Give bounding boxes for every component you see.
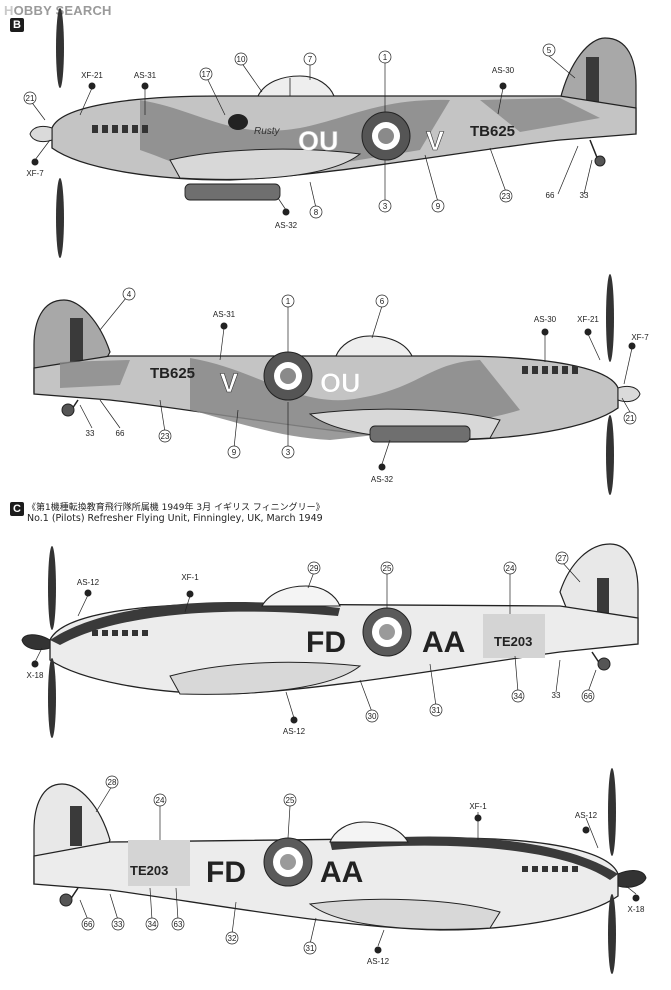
callout-8: 8 [314,208,319,217]
callout-33: 33 [86,429,95,438]
callout-as-12-lower: AS-12 [283,727,306,736]
callout-as-31: AS-31 [134,71,157,80]
callout-25: 25 [286,796,295,805]
callout-xf-21: XF-21 [577,315,599,324]
callout-30: 30 [368,712,377,721]
callout-xf-1: XF-1 [181,573,199,582]
callout-7: 7 [308,55,313,64]
aircraft-letter: AA [422,626,465,659]
panel-caption-en: No.1 (Pilots) Refresher Flying Unit, Fin… [27,513,323,524]
callout-10: 10 [237,55,246,64]
callout-x-18: X-18 [628,905,645,914]
nose-art-name: Rusty [254,126,281,137]
squadron-code: FD [206,856,246,889]
callout-33: 33 [552,691,561,700]
canopy [257,75,335,97]
callout-23: 23 [161,432,170,441]
callout-as-12: AS-12 [575,811,598,820]
callout-4: 4 [127,290,132,299]
panel-badge-b: B [10,18,24,32]
callout-17: 17 [202,70,211,79]
squadron-code: OU [320,368,361,398]
serial-number: TE203 [494,634,532,649]
callout-9: 9 [436,202,441,211]
serial-number: TB625 [150,365,195,382]
callout-21: 21 [26,94,35,103]
callout-x-18: X-18 [27,671,44,680]
callout-23: 23 [502,192,511,201]
serial-number: TB625 [470,123,515,140]
callout-as-12-lower: AS-12 [367,957,390,966]
callout-xf-7: XF-7 [631,333,649,342]
callout-34: 34 [148,920,157,929]
callout-3: 3 [286,448,291,457]
anti-glare-panel [50,602,340,645]
callout-xf-21: XF-21 [81,71,103,80]
callout-as-30: AS-30 [534,315,557,324]
panel-caption-ja: 《第1機種転換教育飛行隊所属機 1949年 3月 イギリス フィニングリー》 [27,503,325,513]
callout-33: 33 [580,191,589,200]
callout-31: 31 [432,706,441,715]
callout-as-32: AS-32 [275,221,298,230]
aircraft-letter: V [220,368,238,398]
callout-34: 34 [514,692,523,701]
drop-tank [184,183,281,201]
squadron-code: OU [298,126,339,156]
fin-flash [586,57,599,102]
callout-66: 66 [546,191,555,200]
callout-as-12: AS-12 [77,578,100,587]
callout-66: 66 [84,920,93,929]
aircraft-letter: V [426,126,444,156]
callout-9: 9 [232,448,237,457]
callout-31: 31 [306,944,315,953]
callout-33: 33 [114,920,123,929]
callout-21: 21 [626,414,635,423]
callout-24: 24 [506,564,515,573]
callout-1: 1 [286,297,291,306]
callout-as-32: AS-32 [371,475,394,484]
callout-1: 1 [383,53,388,62]
aircraft-view-c-right: TE203 FD AA [33,768,647,974]
callout-xf-7: XF-7 [26,169,44,178]
aircraft-view-b-left: Rusty OU V TB625 [29,8,637,258]
callout-66: 66 [584,692,593,701]
callout-xf-1: XF-1 [469,802,487,811]
panel-badge-c: C [10,502,24,516]
callout-as-31: AS-31 [213,310,236,319]
callout-27: 27 [558,554,567,563]
callout-66: 66 [116,429,125,438]
callout-28: 28 [108,778,117,787]
callout-32: 32 [228,934,237,943]
callout-5: 5 [547,46,552,55]
aircraft-letter: AA [320,856,363,889]
watermark: HOBBY SEARCH [4,3,112,18]
callout-3: 3 [383,202,388,211]
callout-6: 6 [380,297,385,306]
callout-as-30: AS-30 [492,66,515,75]
callout-25: 25 [383,564,392,573]
serial-number: TE203 [130,863,168,878]
aircraft-view-b-right: TB625 V OU [33,274,641,495]
aircraft-view-c-left: FD AA TE203 [21,543,639,738]
callout-29: 29 [310,564,319,573]
callout-63: 63 [174,920,183,929]
squadron-code: FD [306,626,346,659]
callout-24: 24 [156,796,165,805]
